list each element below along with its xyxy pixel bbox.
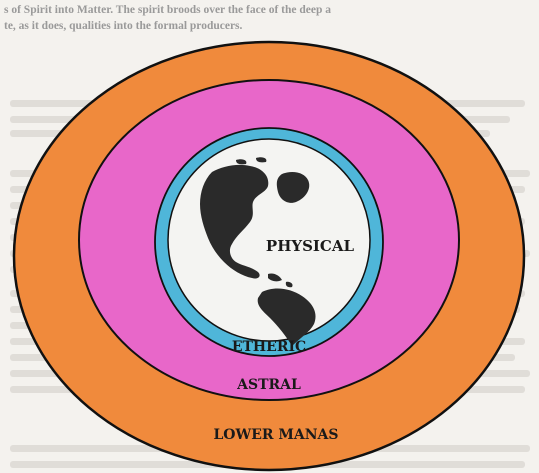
physical-label: PHYSICAL: [266, 237, 355, 255]
etheric-label: ETHERIC: [232, 339, 306, 355]
astral-label: ASTRAL: [236, 377, 301, 393]
lower-manas-label: LOWER MANAS: [213, 427, 338, 443]
